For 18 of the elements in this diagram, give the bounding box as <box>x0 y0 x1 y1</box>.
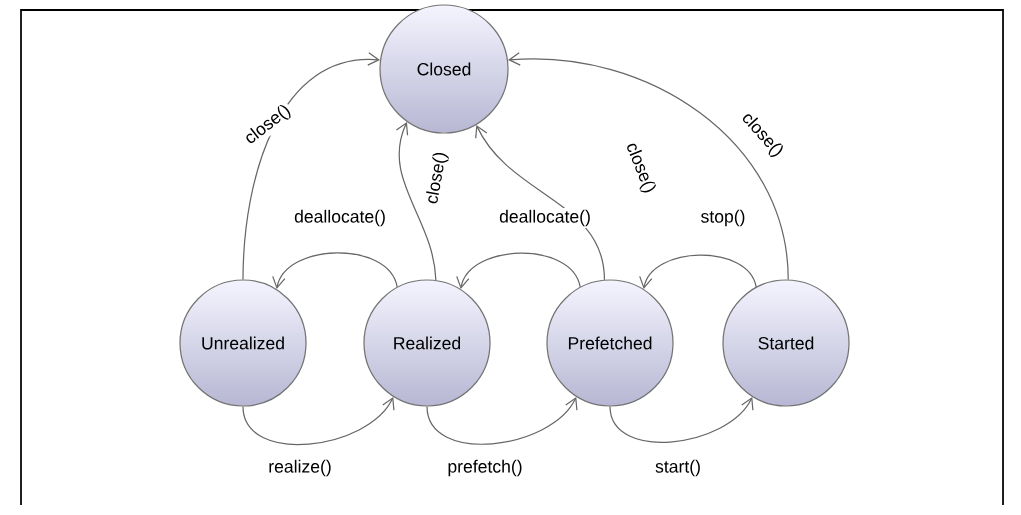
arrow <box>242 52 381 280</box>
arrow <box>242 396 395 445</box>
arrow <box>609 396 754 443</box>
edge-label: stop() <box>698 208 748 228</box>
arrow <box>475 124 606 281</box>
arrow <box>456 252 581 290</box>
arrow <box>508 52 789 281</box>
edge-label: deallocate() <box>497 208 593 228</box>
arrow <box>639 254 757 290</box>
arrow <box>426 396 578 445</box>
edge-label: deallocate() <box>292 208 388 228</box>
arrow <box>272 252 398 290</box>
edge-label: realize() <box>266 458 334 478</box>
edge-label: close() <box>422 148 452 208</box>
arrow <box>395 121 437 281</box>
edge-label: prefetch() <box>445 458 525 478</box>
edge-label: start() <box>653 458 703 478</box>
edge-label: close() <box>620 138 660 198</box>
